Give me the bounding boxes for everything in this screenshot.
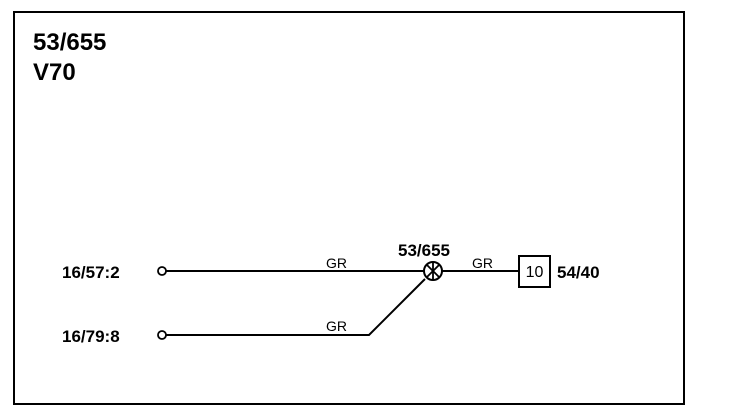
terminal-label-1: 16/57:2: [62, 263, 120, 282]
wire-lower: [166, 278, 426, 336]
diagram-title-code: 53/655: [33, 29, 106, 56]
connector-box: [518, 255, 551, 288]
splice-label: 53/655: [398, 241, 450, 260]
terminal-label-2: 16/79:8: [62, 327, 120, 346]
diagram-frame: [13, 11, 685, 405]
wire-color-label-output: GR: [472, 255, 493, 271]
terminal-point-1: [157, 266, 167, 276]
connector-label: 54/40: [557, 263, 600, 282]
terminal-point-2: [157, 330, 167, 340]
diagram-title-model: V70: [33, 59, 76, 86]
wire-color-label-upper: GR: [326, 255, 347, 271]
wire-color-label-lower: GR: [326, 318, 347, 334]
connector-pin-number: 10: [526, 264, 544, 281]
splice-symbol: [423, 261, 443, 281]
